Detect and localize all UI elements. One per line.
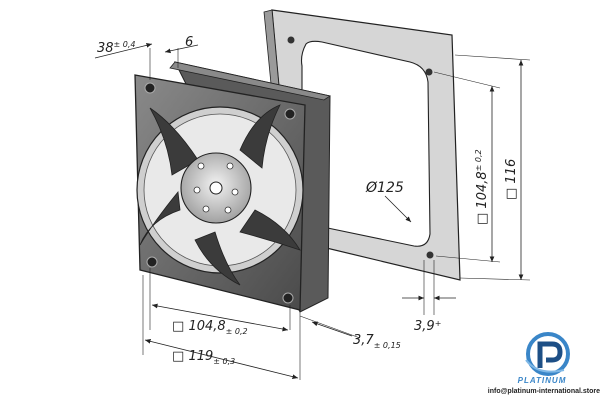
svg-text:□ 104,8± 0,2: □ 104,8± 0,2 bbox=[172, 319, 248, 336]
svg-text:6: 6 bbox=[185, 35, 193, 50]
dim-size-bottom: □ 119± 0,3 bbox=[144, 339, 299, 379]
svg-text:□ 104,8± 0,2: □ 104,8± 0,2 bbox=[474, 149, 490, 225]
gasket-hole-tr bbox=[425, 68, 433, 76]
fan-hub bbox=[180, 152, 252, 224]
dim-mount-hole: 3,7± 0,15 bbox=[311, 321, 401, 350]
svg-text:□ 116: □ 116 bbox=[504, 159, 519, 200]
svg-text:38± 0,4: 38± 0,4 bbox=[97, 40, 136, 56]
dim-hole-pitch-bottom: □ 104,8± 0,2 bbox=[151, 303, 289, 336]
dim-depth: 38± 0,4 bbox=[94, 40, 153, 80]
dim-gasket-hole: 3,9+ bbox=[402, 260, 456, 334]
mount-hole-tr bbox=[284, 108, 296, 120]
svg-text:3,9+: 3,9+ bbox=[414, 319, 441, 334]
gasket-hole-tl bbox=[287, 36, 295, 44]
fan-blades bbox=[139, 104, 301, 286]
extension-lines-bottom bbox=[142, 268, 361, 380]
brand-name: PLATINUM bbox=[517, 376, 567, 385]
extension-lines-right bbox=[433, 54, 531, 281]
dim-opening-diameter: Ø125 bbox=[365, 180, 412, 223]
dim-flange: 6 bbox=[164, 35, 199, 68]
svg-text:3,7± 0,15: 3,7± 0,15 bbox=[353, 333, 401, 350]
mount-hole-tl bbox=[144, 82, 156, 94]
platinum-logo bbox=[508, 330, 588, 390]
svg-text:□ 119± 0,3: □ 119± 0,3 bbox=[172, 349, 235, 366]
mount-hole-br bbox=[282, 292, 294, 304]
platinum-logo-icon bbox=[525, 332, 570, 376]
mount-hole-bl bbox=[146, 256, 158, 268]
dim-size-right: □ 116 bbox=[504, 59, 524, 280]
dim-hole-pitch-right: □ 104,8± 0,2 bbox=[474, 86, 495, 262]
gasket-hole-br bbox=[426, 251, 434, 259]
svg-text:Ø125: Ø125 bbox=[365, 180, 404, 196]
brand-email: info@platinum-international.store bbox=[487, 388, 600, 395]
